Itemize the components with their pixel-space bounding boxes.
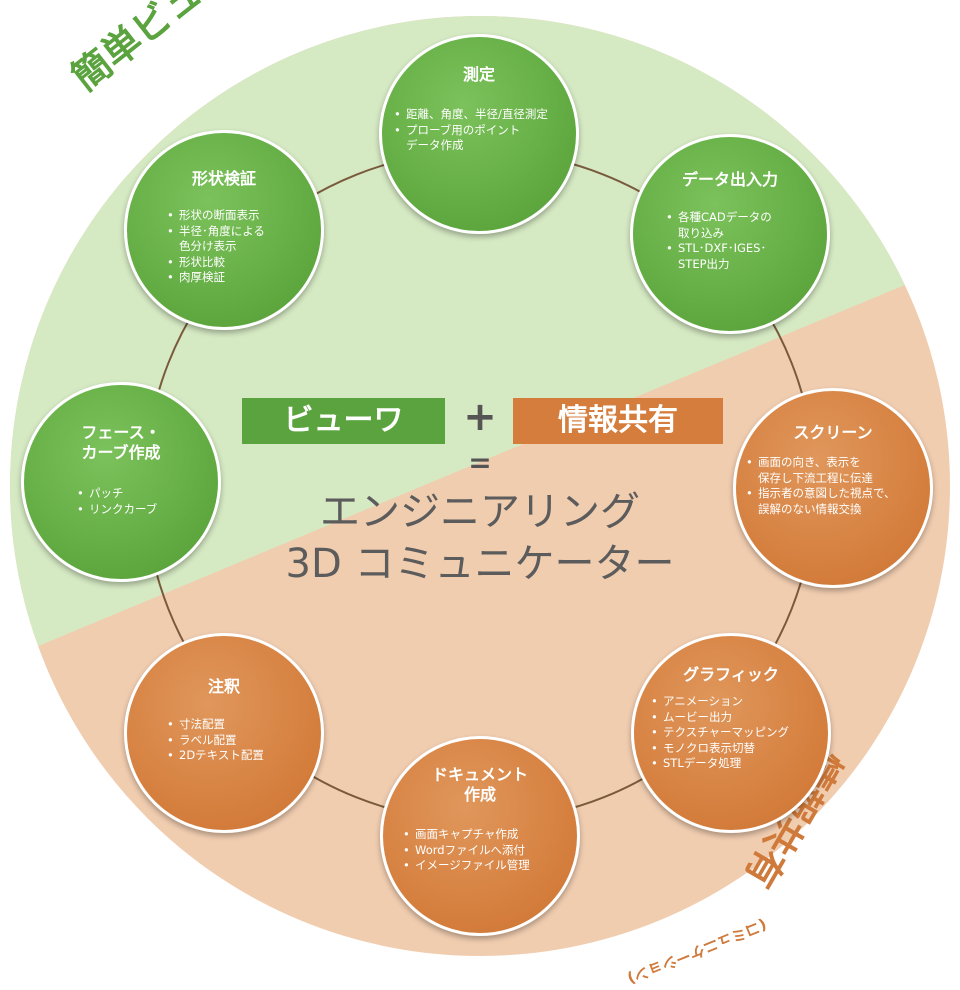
list-item: 形状の断面表示 xyxy=(167,208,265,224)
node-items: 距離、角度、半径/直径測定 プローブ用のポイント データ作成 xyxy=(394,107,548,154)
list-item: Wordファイルへ添付 xyxy=(403,843,530,859)
list-item: STL･DXF･IGES･ STEP出力 xyxy=(666,241,772,272)
node-title: フェース・ カーブ作成 xyxy=(81,423,161,462)
node-title: スクリーン xyxy=(793,423,873,442)
main-title-line2: 3D コミュニケーター xyxy=(285,541,675,587)
node-items: 形状の断面表示 半径･角度による 色分け表示 形状比較 肉厚検証 xyxy=(167,208,265,286)
node-face-curve: フェース・ カーブ作成 パッチ リンクカーブ xyxy=(21,382,221,582)
list-item: パッチ xyxy=(77,486,157,502)
node-title: データ出入力 xyxy=(681,170,778,189)
list-item: ムービー出力 xyxy=(651,710,789,726)
plus-sign: + xyxy=(463,394,497,440)
list-item: 肉厚検証 xyxy=(167,270,265,286)
node-document: ドキュメント 作成 画面キャプチャ作成 Wordファイルへ添付 イメージファイル… xyxy=(380,736,580,936)
node-items: パッチ リンクカーブ xyxy=(77,486,157,517)
list-item: テクスチャーマッピング xyxy=(651,725,789,741)
list-item: STLデータ処理 xyxy=(651,756,789,772)
info-sharing-tag: 情報共有 xyxy=(513,398,723,444)
node-title: グラフィック xyxy=(683,665,779,684)
node-items: 寸法配置 ラベル配置 2Dテキスト配置 xyxy=(167,717,264,764)
diagram: 簡単ビューワ 情報共有 (コミュニケーション) ビューワ + 情報共有 = エン… xyxy=(0,0,960,962)
equals-sign: = xyxy=(468,446,492,479)
list-item: 半径･角度による 色分け表示 xyxy=(167,224,265,255)
list-item: 指示者の意図した視点で、 誤解のない情報交換 xyxy=(746,486,896,517)
node-items: アニメーション ムービー出力 テクスチャーマッピング モノクロ表示切替 STLデ… xyxy=(651,694,789,772)
node-graphic: グラフィック アニメーション ムービー出力 テクスチャーマッピング モノクロ表示… xyxy=(631,633,831,833)
node-items: 画面の向き、表示を 保存し下流工程に伝達 指示者の意図した視点で、 誤解のない情… xyxy=(746,455,896,517)
list-item: イメージファイル管理 xyxy=(403,858,530,874)
node-title: ドキュメント 作成 xyxy=(431,765,528,804)
node-annotation: 注釈 寸法配置 ラベル配置 2Dテキスト配置 xyxy=(124,633,324,833)
list-item: ラベル配置 xyxy=(167,733,264,749)
node-items: 画面キャプチャ作成 Wordファイルへ添付 イメージファイル管理 xyxy=(403,827,530,874)
node-title: 形状検証 xyxy=(191,169,256,188)
list-item: アニメーション xyxy=(651,694,789,710)
node-items: 各種CADデータの 取り込み STL･DXF･IGES･ STEP出力 xyxy=(666,210,772,272)
node-data-io: データ出入力 各種CADデータの 取り込み STL･DXF･IGES･ STEP… xyxy=(630,134,830,334)
list-item: 各種CADデータの 取り込み xyxy=(666,210,772,241)
main-title-line1: エンジニアリング xyxy=(320,489,640,535)
list-item: 寸法配置 xyxy=(167,717,264,733)
list-item: プローブ用のポイント データ作成 xyxy=(394,123,548,154)
list-item: 2Dテキスト配置 xyxy=(167,748,264,764)
list-item: 形状比較 xyxy=(167,255,265,271)
node-title: 注釈 xyxy=(207,677,240,696)
list-item: モノクロ表示切替 xyxy=(651,741,789,757)
viewer-tag: ビューワ xyxy=(242,398,445,444)
node-title: 測定 xyxy=(462,65,495,84)
node-shape-verify: 形状検証 形状の断面表示 半径･角度による 色分け表示 形状比較 肉厚検証 xyxy=(124,130,324,330)
node-screen: スクリーン 画面の向き、表示を 保存し下流工程に伝達 指示者の意図した視点で、 … xyxy=(733,388,933,588)
list-item: 画面キャプチャ作成 xyxy=(403,827,530,843)
list-item: 画面の向き、表示を 保存し下流工程に伝達 xyxy=(746,455,896,486)
list-item: リンクカーブ xyxy=(77,502,157,518)
list-item: 距離、角度、半径/直径測定 xyxy=(394,107,548,123)
node-measure: 測定 距離、角度、半径/直径測定 プローブ用のポイント データ作成 xyxy=(379,34,579,234)
